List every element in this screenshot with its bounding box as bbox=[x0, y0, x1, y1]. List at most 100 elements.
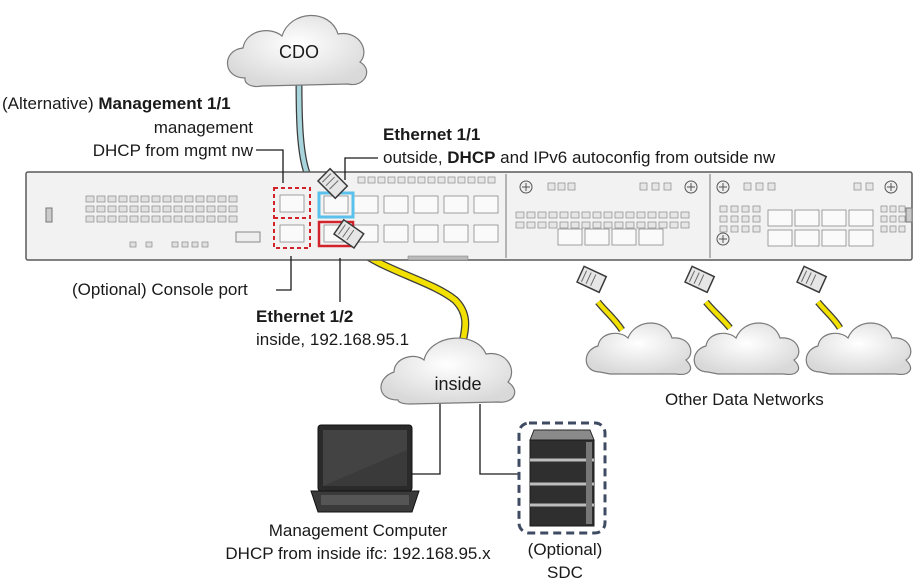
chassis-detail bbox=[417, 176, 426, 184]
chassis-detail bbox=[647, 221, 657, 229]
chassis-detail bbox=[383, 224, 409, 243]
chassis-detail bbox=[228, 205, 238, 213]
chassis-detail bbox=[151, 195, 161, 203]
chassis-detail bbox=[898, 205, 906, 213]
chassis-detail bbox=[228, 195, 238, 203]
chassis-detail bbox=[457, 176, 466, 184]
chassis-detail bbox=[383, 195, 409, 214]
chassis-detail bbox=[755, 182, 764, 191]
chassis-detail bbox=[181, 241, 189, 248]
chassis-detail bbox=[880, 215, 888, 223]
chassis-detail bbox=[515, 221, 525, 229]
chassis-detail bbox=[487, 176, 496, 184]
chassis-detail bbox=[821, 229, 847, 247]
inside-cloud bbox=[380, 337, 516, 405]
chassis-detail bbox=[570, 221, 580, 229]
chassis-detail bbox=[467, 176, 476, 184]
eth12-title: Ethernet 1/2 bbox=[256, 307, 354, 326]
chassis-detail bbox=[85, 215, 95, 223]
chassis-detail bbox=[96, 195, 106, 203]
chassis-detail bbox=[217, 215, 227, 223]
chassis-detail bbox=[201, 241, 209, 248]
sdc-label: SDC bbox=[547, 563, 583, 582]
chassis-detail bbox=[611, 228, 637, 246]
chassis-detail bbox=[865, 182, 874, 191]
chassis-detail bbox=[680, 211, 690, 219]
chassis-detail bbox=[537, 221, 547, 229]
chassis-detail bbox=[767, 182, 776, 191]
chassis-detail bbox=[140, 195, 150, 203]
inside-cloud-label: inside bbox=[434, 374, 481, 394]
chassis-detail bbox=[107, 205, 117, 213]
chassis-detail bbox=[129, 205, 139, 213]
chassis-detail bbox=[638, 228, 664, 246]
chassis-detail bbox=[584, 228, 610, 246]
chassis-detail bbox=[625, 211, 635, 219]
console-port-label: (Optional) Console port bbox=[72, 280, 248, 299]
chassis-detail bbox=[636, 221, 646, 229]
chassis-detail bbox=[547, 182, 556, 191]
chassis-detail bbox=[848, 229, 874, 247]
chassis-detail bbox=[603, 211, 613, 219]
chassis-detail bbox=[184, 205, 194, 213]
eth11-title: Ethernet 1/1 bbox=[383, 125, 481, 144]
chassis-detail bbox=[730, 205, 739, 213]
chassis-detail bbox=[592, 221, 602, 229]
cdo-cloud bbox=[227, 14, 368, 88]
chassis-detail bbox=[603, 221, 613, 229]
chassis-detail bbox=[889, 205, 897, 213]
chassis-detail bbox=[752, 225, 761, 233]
chassis-detail bbox=[581, 211, 591, 219]
sdc-server-icon bbox=[517, 421, 607, 535]
mgmt-computer-label: Management Computer bbox=[268, 521, 448, 540]
chassis-detail bbox=[413, 224, 439, 243]
chassis-detail bbox=[719, 205, 728, 213]
chassis-detail bbox=[427, 176, 436, 184]
chassis-detail bbox=[898, 225, 906, 233]
chassis-detail bbox=[526, 221, 536, 229]
chassis-detail bbox=[118, 195, 128, 203]
chassis-detail bbox=[96, 215, 106, 223]
chassis-detail bbox=[741, 215, 750, 223]
chassis-detail bbox=[719, 215, 728, 223]
chassis-detail bbox=[195, 195, 205, 203]
chassis-detail bbox=[162, 215, 172, 223]
chassis-detail bbox=[217, 195, 227, 203]
chassis-detail bbox=[570, 211, 580, 219]
other-networks-group bbox=[571, 258, 912, 375]
other-networks-label: Other Data Networks bbox=[665, 390, 824, 409]
chassis-detail bbox=[848, 209, 874, 227]
chassis-detail bbox=[437, 176, 446, 184]
chassis-detail bbox=[107, 215, 117, 223]
chassis-detail bbox=[898, 215, 906, 223]
chassis-detail bbox=[162, 195, 172, 203]
chassis-detail bbox=[752, 215, 761, 223]
chassis-detail bbox=[357, 176, 366, 184]
chassis-detail bbox=[377, 176, 386, 184]
chassis-detail bbox=[853, 182, 862, 191]
chassis-detail bbox=[669, 221, 679, 229]
chassis-detail bbox=[173, 205, 183, 213]
chassis-detail bbox=[228, 215, 238, 223]
mgmt-label-line1: (Alternative) Management 1/1 bbox=[2, 94, 231, 114]
firewall-chassis bbox=[25, 171, 913, 261]
chassis-detail bbox=[118, 205, 128, 213]
chassis-detail bbox=[680, 221, 690, 229]
chassis-detail bbox=[651, 182, 660, 191]
chassis-detail bbox=[537, 211, 547, 219]
chassis-detail bbox=[767, 209, 793, 227]
chassis-detail bbox=[639, 182, 648, 191]
chassis-detail bbox=[614, 221, 624, 229]
eth12-desc: inside, 192.168.95.1 bbox=[256, 330, 410, 349]
chassis-detail bbox=[407, 176, 416, 184]
chassis-detail bbox=[206, 215, 216, 223]
chassis-detail bbox=[889, 215, 897, 223]
chassis-detail bbox=[96, 205, 106, 213]
chassis-detail bbox=[473, 195, 499, 214]
chassis-detail bbox=[741, 225, 750, 233]
chassis-detail bbox=[559, 221, 569, 229]
sdc-optional-label: (Optional) bbox=[527, 540, 603, 559]
chassis-detail bbox=[118, 215, 128, 223]
chassis-detail bbox=[557, 228, 583, 246]
